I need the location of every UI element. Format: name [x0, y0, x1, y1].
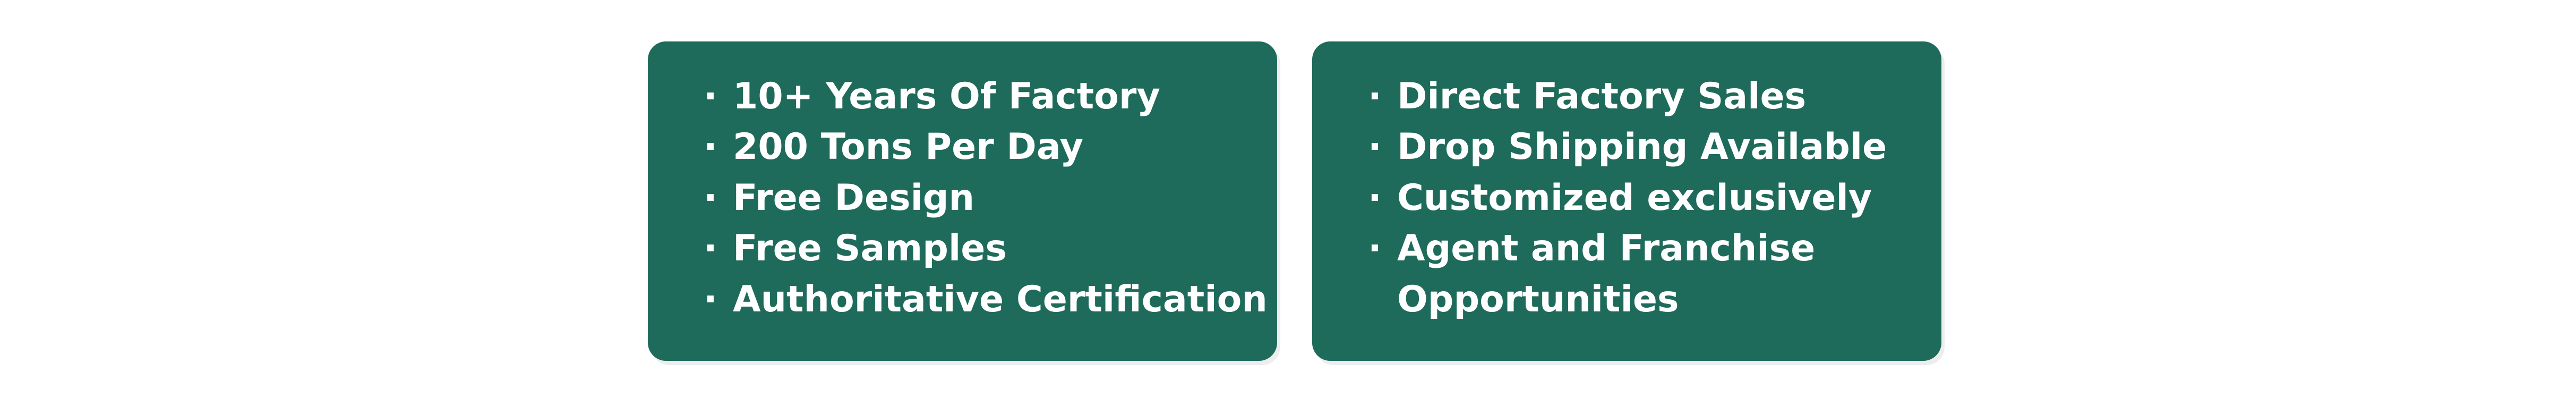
- bullet-dot-icon: ·: [704, 227, 717, 270]
- bullet-dot-icon: ·: [1368, 227, 1382, 270]
- list-item: · Authoritative Certification: [704, 274, 1277, 325]
- list-item: · 200 Tons Per Day: [704, 122, 1277, 172]
- feature-text: Drop Shipping Available: [1397, 126, 1887, 168]
- list-item: · Direct Factory Sales: [1368, 71, 1941, 122]
- features-list-left: · 10+ Years Of Factory · 200 Tons Per Da…: [704, 71, 1277, 325]
- bullet-dot-icon: ·: [1368, 176, 1382, 219]
- feature-text: 200 Tons Per Day: [733, 126, 1083, 168]
- list-item: · Drop Shipping Available: [1368, 122, 1941, 172]
- list-item: · Free Design: [704, 173, 1277, 223]
- list-item: · Free Samples: [704, 223, 1277, 274]
- bullet-dot-icon: ·: [704, 75, 717, 117]
- feature-text: Customized exclusively: [1397, 176, 1872, 219]
- feature-text: Agent and Franchise Opportunities: [1397, 227, 1816, 320]
- bullet-dot-icon: ·: [704, 176, 717, 219]
- bullet-dot-icon: ·: [704, 126, 717, 168]
- list-item: · Customized exclusively: [1368, 173, 1941, 223]
- bullet-dot-icon: ·: [1368, 126, 1382, 168]
- bullet-dot-icon: ·: [1368, 75, 1382, 117]
- feature-text: 10+ Years Of Factory: [733, 75, 1160, 117]
- feature-text: Free Design: [733, 176, 974, 219]
- feature-text: Authoritative Certification: [733, 278, 1268, 320]
- feature-text: Direct Factory Sales: [1397, 75, 1807, 117]
- features-card-left: · 10+ Years Of Factory · 200 Tons Per Da…: [648, 41, 1277, 361]
- list-item: · 10+ Years Of Factory: [704, 71, 1277, 122]
- feature-text: Free Samples: [733, 227, 1007, 270]
- bullet-dot-icon: ·: [704, 278, 717, 320]
- features-card-right: · Direct Factory Sales · Drop Shipping A…: [1312, 41, 1941, 361]
- list-item: · Agent and Franchise Opportunities: [1368, 223, 1941, 325]
- features-list-right: · Direct Factory Sales · Drop Shipping A…: [1368, 71, 1941, 325]
